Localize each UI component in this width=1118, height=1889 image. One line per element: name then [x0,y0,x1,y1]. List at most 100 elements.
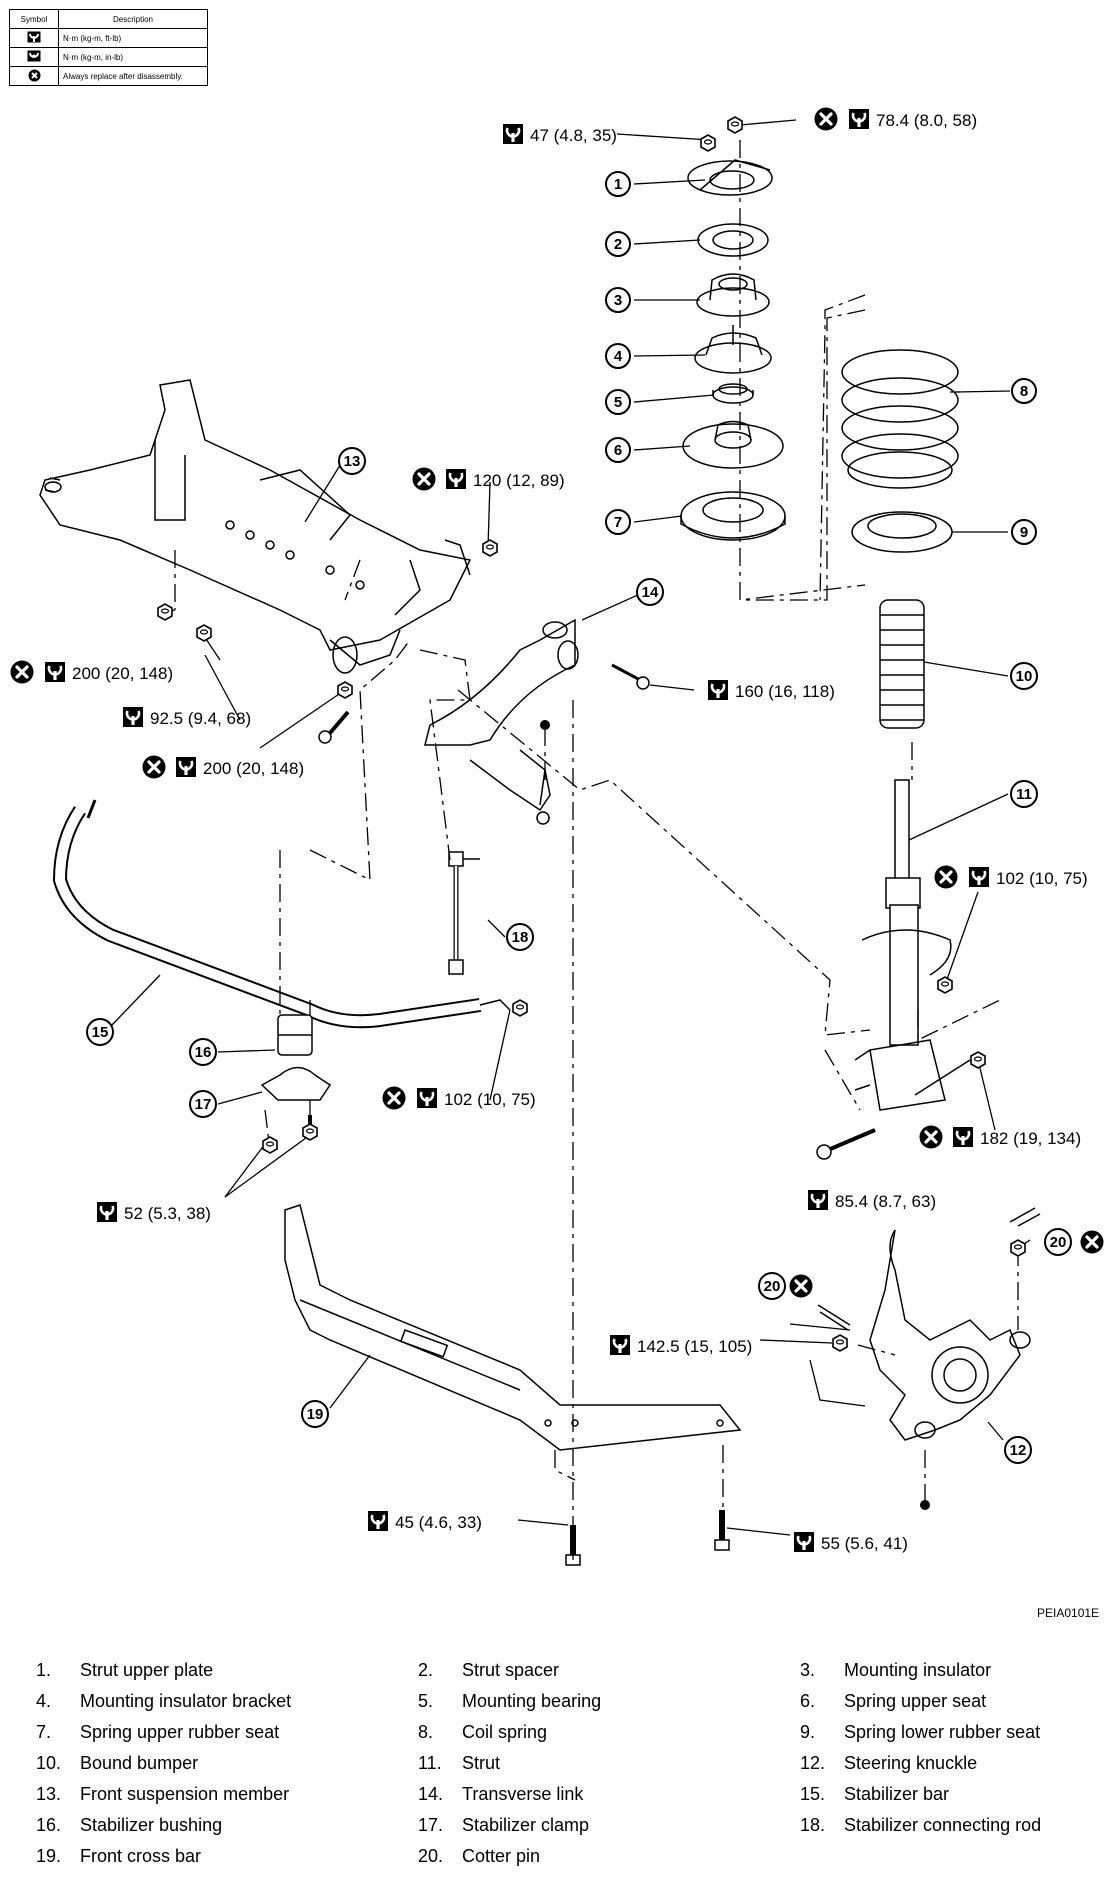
link-ball-joint-dot [540,720,550,730]
callout-15: 15 [86,1018,114,1046]
list-item: 14.Transverse link [418,1784,584,1804]
list-item: 16.Stabilizer bushing [36,1815,223,1835]
svg-text:3: 3 [614,292,622,309]
torque-label-9: 102 (10, 75) [380,1084,536,1112]
list-item: 9.Spring lower rubber seat [800,1722,1041,1742]
callout-20-lower: 20 [758,1272,786,1300]
mounting-insulator [696,273,770,317]
list-item: 5.Mounting bearing [418,1691,602,1711]
callout-19: 19 [301,1400,329,1428]
callout-3: 3 [605,287,631,313]
callout-16: 16 [189,1038,217,1066]
svg-text:200 (20, 148): 200 (20, 148) [72,664,173,683]
svg-text:78.4 (8.0, 58): 78.4 (8.0, 58) [876,111,977,130]
svg-text:12: 12 [1010,1442,1027,1459]
torque-label-6: 200 (20, 148) [140,753,304,781]
stabilizer-bushing [277,1014,313,1056]
torque-label-4: 200 (20, 148) [8,658,173,686]
torque-wrench-icon [174,755,198,779]
strut [854,779,971,1111]
strut-lower-bolt [816,1128,876,1160]
list-item: 20.Cotter pin [418,1846,541,1866]
svg-text:10: 10 [1016,668,1033,685]
strut-upper-plate [687,159,773,196]
svg-text:102 (10, 75): 102 (10, 75) [996,869,1088,888]
member-bolt [318,710,350,744]
svg-text:52 (5.3, 38): 52 (5.3, 38) [124,1204,211,1223]
torque-wrench-icon [9,28,59,48]
callouts: 1 2 3 4 5 6 7 8 9 10 11 12 13 14 15 16 1… [86,171,1072,1464]
torque-wrench-icon [366,1509,390,1533]
svg-text:120 (12, 89): 120 (12, 89) [473,471,565,490]
member-mount-nut-left [157,603,173,621]
torque-label-13: 142.5 (15, 105) [608,1333,752,1357]
torque-wrench-icon [608,1333,632,1357]
torque-wrench-icon [967,865,991,889]
svg-text:85.4 (8.7, 63): 85.4 (8.7, 63) [835,1192,936,1211]
callout-13: 13 [338,447,366,475]
upper-plate-nut [700,134,716,152]
callout-17: 17 [189,1090,217,1118]
list-item: 4.Mounting insulator bracket [36,1691,292,1711]
svg-text:142.5 (15, 105): 142.5 (15, 105) [637,1337,752,1356]
list-item: 2.Strut spacer [418,1660,560,1680]
torque-wrench-icon [415,1086,439,1110]
figure-id: PEIA0101E [1037,1606,1100,1620]
svg-text:4: 4 [614,348,623,365]
member-nut [482,539,498,557]
callout-4: 4 [605,343,631,369]
svg-text:47 (4.8, 35): 47 (4.8, 35) [530,126,617,145]
list-item: 7.Spring upper rubber seat [36,1722,280,1742]
torque-wrench-icon [501,122,525,146]
torque-wrench-icon [706,678,730,702]
callout-10: 10 [1010,662,1038,690]
torque-wrench-icon [95,1200,119,1224]
knuckle-upper-nut [1010,1239,1026,1257]
svg-text:16: 16 [195,1044,212,1061]
list-item: 10.Bound bumper [36,1753,199,1773]
front-suspension-exploded-diagram: 1 2 3 4 5 6 7 8 9 10 11 12 13 14 15 16 1… [8,105,1106,1566]
svg-text:6: 6 [614,442,622,459]
list-item: 12.Steering knuckle [800,1753,978,1773]
stabilizer-bar [52,799,511,1029]
svg-text:45 (4.6, 33): 45 (4.6, 33) [395,1513,482,1532]
knuckle-lower-nut [832,1334,848,1352]
member-mount-nut-center [196,624,212,642]
callout-7: 7 [605,509,631,535]
knuckle-ball-joint-dot [920,1500,930,1510]
list-item: 3.Mounting insulator [800,1660,992,1680]
stabilizer-connecting-rod [448,851,480,975]
replace-x-icon [932,863,960,891]
member-bolt-nut [337,681,353,699]
list-item: 13.Front suspension member [36,1784,290,1804]
list-item: 1.Strut upper plate [36,1660,214,1680]
callout-2: 2 [605,231,631,257]
svg-text:2: 2 [614,236,622,253]
link-bolt [611,663,650,690]
steering-knuckle [869,1229,1031,1441]
front-suspension-member [39,379,472,674]
replace-x-icon [1078,1228,1106,1256]
list-item: 11.Strut [418,1753,501,1773]
list-item: 19.Front cross bar [36,1846,202,1866]
svg-text:55 (5.6, 41): 55 (5.6, 41) [821,1534,908,1553]
torque-label-14: 45 (4.6, 33) [366,1509,482,1533]
svg-text:20: 20 [1050,1234,1067,1251]
torque-wrench-icon [951,1125,975,1149]
bound-bumper [879,599,925,729]
list-item: 17.Stabilizer clamp [418,1815,590,1835]
torque-wrench-icon [121,705,145,729]
spring-lower-rubber-seat [851,511,953,553]
svg-text:1: 1 [614,176,622,193]
torque-label-10: 182 (19, 134) [917,1123,1081,1151]
replace-x-icon [380,1084,408,1112]
list-item: 18.Stabilizer connecting rod [800,1815,1042,1835]
svg-text:20: 20 [764,1278,781,1295]
spring-upper-seat [682,420,784,469]
torque-label-11: 52 (5.3, 38) [95,1200,211,1224]
svg-text:19: 19 [307,1406,324,1423]
strut-lower-nut [970,1051,986,1069]
replace-x-icon [787,1272,815,1300]
symbol-legend-table: Symbol Description N·m (kg-m, ft-lb) N·m… [9,9,208,86]
stabilizer-end-nut [512,999,528,1017]
